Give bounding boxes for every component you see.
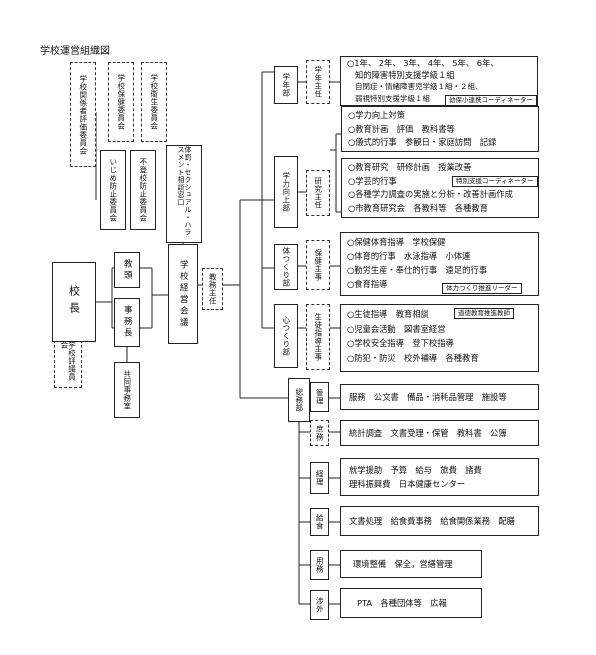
school-lunch-item: 文書処理 給食費事務 給食関係業務 配膳 [349, 515, 515, 526]
dept-general-affairs: 総務部 [288, 378, 310, 422]
physical-item: ○食育指導 [347, 279, 388, 289]
preschool-coordinator-tag: 幼保小連携コーディネーター [445, 95, 538, 106]
harassment-consultation-window: 体罰・セクシュアル・ハラスメント相談窓口 [166, 145, 202, 243]
dept-academic: 学力向上部 [274, 156, 298, 228]
bullying-prevention-committee: いじめ防止委員会 [100, 150, 126, 230]
academic-item: ○各種学力調査の実施と分析・改善計画作成 [348, 189, 513, 199]
accounting-content: 就学援助 予算 給与 旅費 諸費 理科振興費 日本健康センター [340, 458, 539, 496]
school-lunch-content: 文書処理 給食費事務 給食関係業務 配膳 [340, 506, 539, 536]
external-relations-item: PTA 各種団体等 広報 [357, 597, 447, 608]
management-content: 服務 公文書 備品・消耗品管理 施設等 [340, 384, 539, 410]
academic-item: ○教育研究 研修計画 授業改善 [348, 162, 472, 172]
academic-item: ○教育計画 評価 教科書等 [348, 123, 455, 134]
clerical-content: 統計調査 文書受理・保管 教科書 公簿 [340, 420, 539, 446]
custodial-content: 環境整備 保全，営繕管理 [340, 550, 482, 578]
office-head-box: 事務長 [114, 298, 140, 347]
sub-clerical: 庶務 [310, 420, 329, 446]
safety-health-committee: 学校衛生委員会 [141, 62, 167, 142]
accounting-item: 理科振興費 日本健康センター [349, 479, 466, 489]
sub-external-relations: 渉外 [310, 590, 329, 620]
school-council: 学校評議員会 [54, 340, 82, 388]
clerical-item: 統計調査 文書受理・保管 教科書 公簿 [349, 427, 507, 438]
grade-item: ○1年、 2年、 3年、 4年、 5年、 6年、 [347, 58, 499, 68]
management-meeting-box: 学校経営会議 [168, 244, 198, 344]
physical-item: ○勤労生産・奉仕的行事 遠足的行事 [347, 265, 487, 275]
dept-heart: 心つくり部 [274, 304, 298, 368]
accounting-item: 就学援助 予算 給与 旅費 諸費 [349, 465, 482, 475]
physical-item: ○保健体育指導 学校保健 [347, 237, 446, 247]
joint-office-box: 共同事務室 [114, 362, 140, 418]
heart-item: ○生徒指導 教育相談 [347, 309, 429, 319]
vice-principal-box: 教頭 [114, 252, 140, 288]
grade-dept-content: ○1年、 2年、 3年、 4年、 5年、 6年、 知的障害特別支援学級１組 自閉… [340, 56, 538, 106]
special-support-coordinator-tag: 特別支援コーディネーター [452, 176, 538, 187]
fitness-leader-tag: 体力つくり推進リーダー [442, 283, 522, 294]
academic-item: ○学芸的行事 [348, 175, 397, 186]
sub-management: 管理 [310, 382, 329, 412]
school-health-committee: 学校保健委員会 [108, 62, 134, 142]
moral-education-tag: 道徳教育推進教師 [454, 308, 514, 319]
external-relations-content: PTA 各種団体等 広報 [340, 588, 482, 618]
guidance-leader: 生徒指導主事 [306, 304, 330, 370]
academic-item: ○学力向上対策 [348, 110, 406, 120]
custodial-item: 環境整備 保全，営繕管理 [353, 558, 453, 569]
academic-item: ○市教育研究会 各教科等 各種教育 [348, 202, 488, 213]
chart-title: 学校運営組織図 [40, 46, 110, 57]
head-teacher-box: 教務主任 [202, 268, 223, 310]
health-leader: 保健主事 [306, 240, 330, 290]
grade-leader: 学年主任 [306, 60, 330, 104]
academic-content-2: ○教育研究 研修計画 授業改善 ○学芸的行事 ○各種学力調査の実施と分析・改善計… [341, 158, 539, 218]
sub-accounting: 経理 [310, 462, 329, 494]
grade-item: 知的障害特別支援学級１組 [355, 69, 455, 80]
academic-content-1: ○学力向上対策 ○教育計画 評価 教科書等 ○儀式的行事 参観日・家庭訪問 記録 [341, 106, 539, 152]
dept-grade: 学年部 [274, 66, 298, 104]
grade-item: 弱視特別支援学級１組 [355, 93, 430, 103]
sub-custodial: 用務 [310, 550, 329, 580]
physical-item: ○体育的行事 水泳指導 小体連 [347, 251, 471, 261]
research-leader: 研究主任 [306, 170, 330, 216]
dept-physical: 体つくり部 [274, 244, 298, 290]
grade-item: 自閉症・情緒障害児学級１組・２組、 [355, 82, 483, 91]
management-item: 服務 公文書 備品・消耗品管理 施設等 [349, 391, 507, 402]
principal-box: 校長 [52, 262, 96, 342]
academic-item: ○儀式的行事 参観日・家庭訪問 記録 [348, 137, 497, 147]
heart-item: ○児童会活動 図書室経営 [347, 323, 446, 334]
heart-item: ○防犯・防災 校外補導 各種教育 [347, 352, 479, 363]
heart-item: ○学校安全指導 登下校指導 [347, 338, 454, 348]
truancy-prevention-committee: 不登校防止委員会 [130, 150, 156, 230]
sub-school-lunch: 給食 [310, 508, 329, 536]
stakeholder-evaluation-committee: 学校関係者評価委員会 [70, 62, 96, 167]
